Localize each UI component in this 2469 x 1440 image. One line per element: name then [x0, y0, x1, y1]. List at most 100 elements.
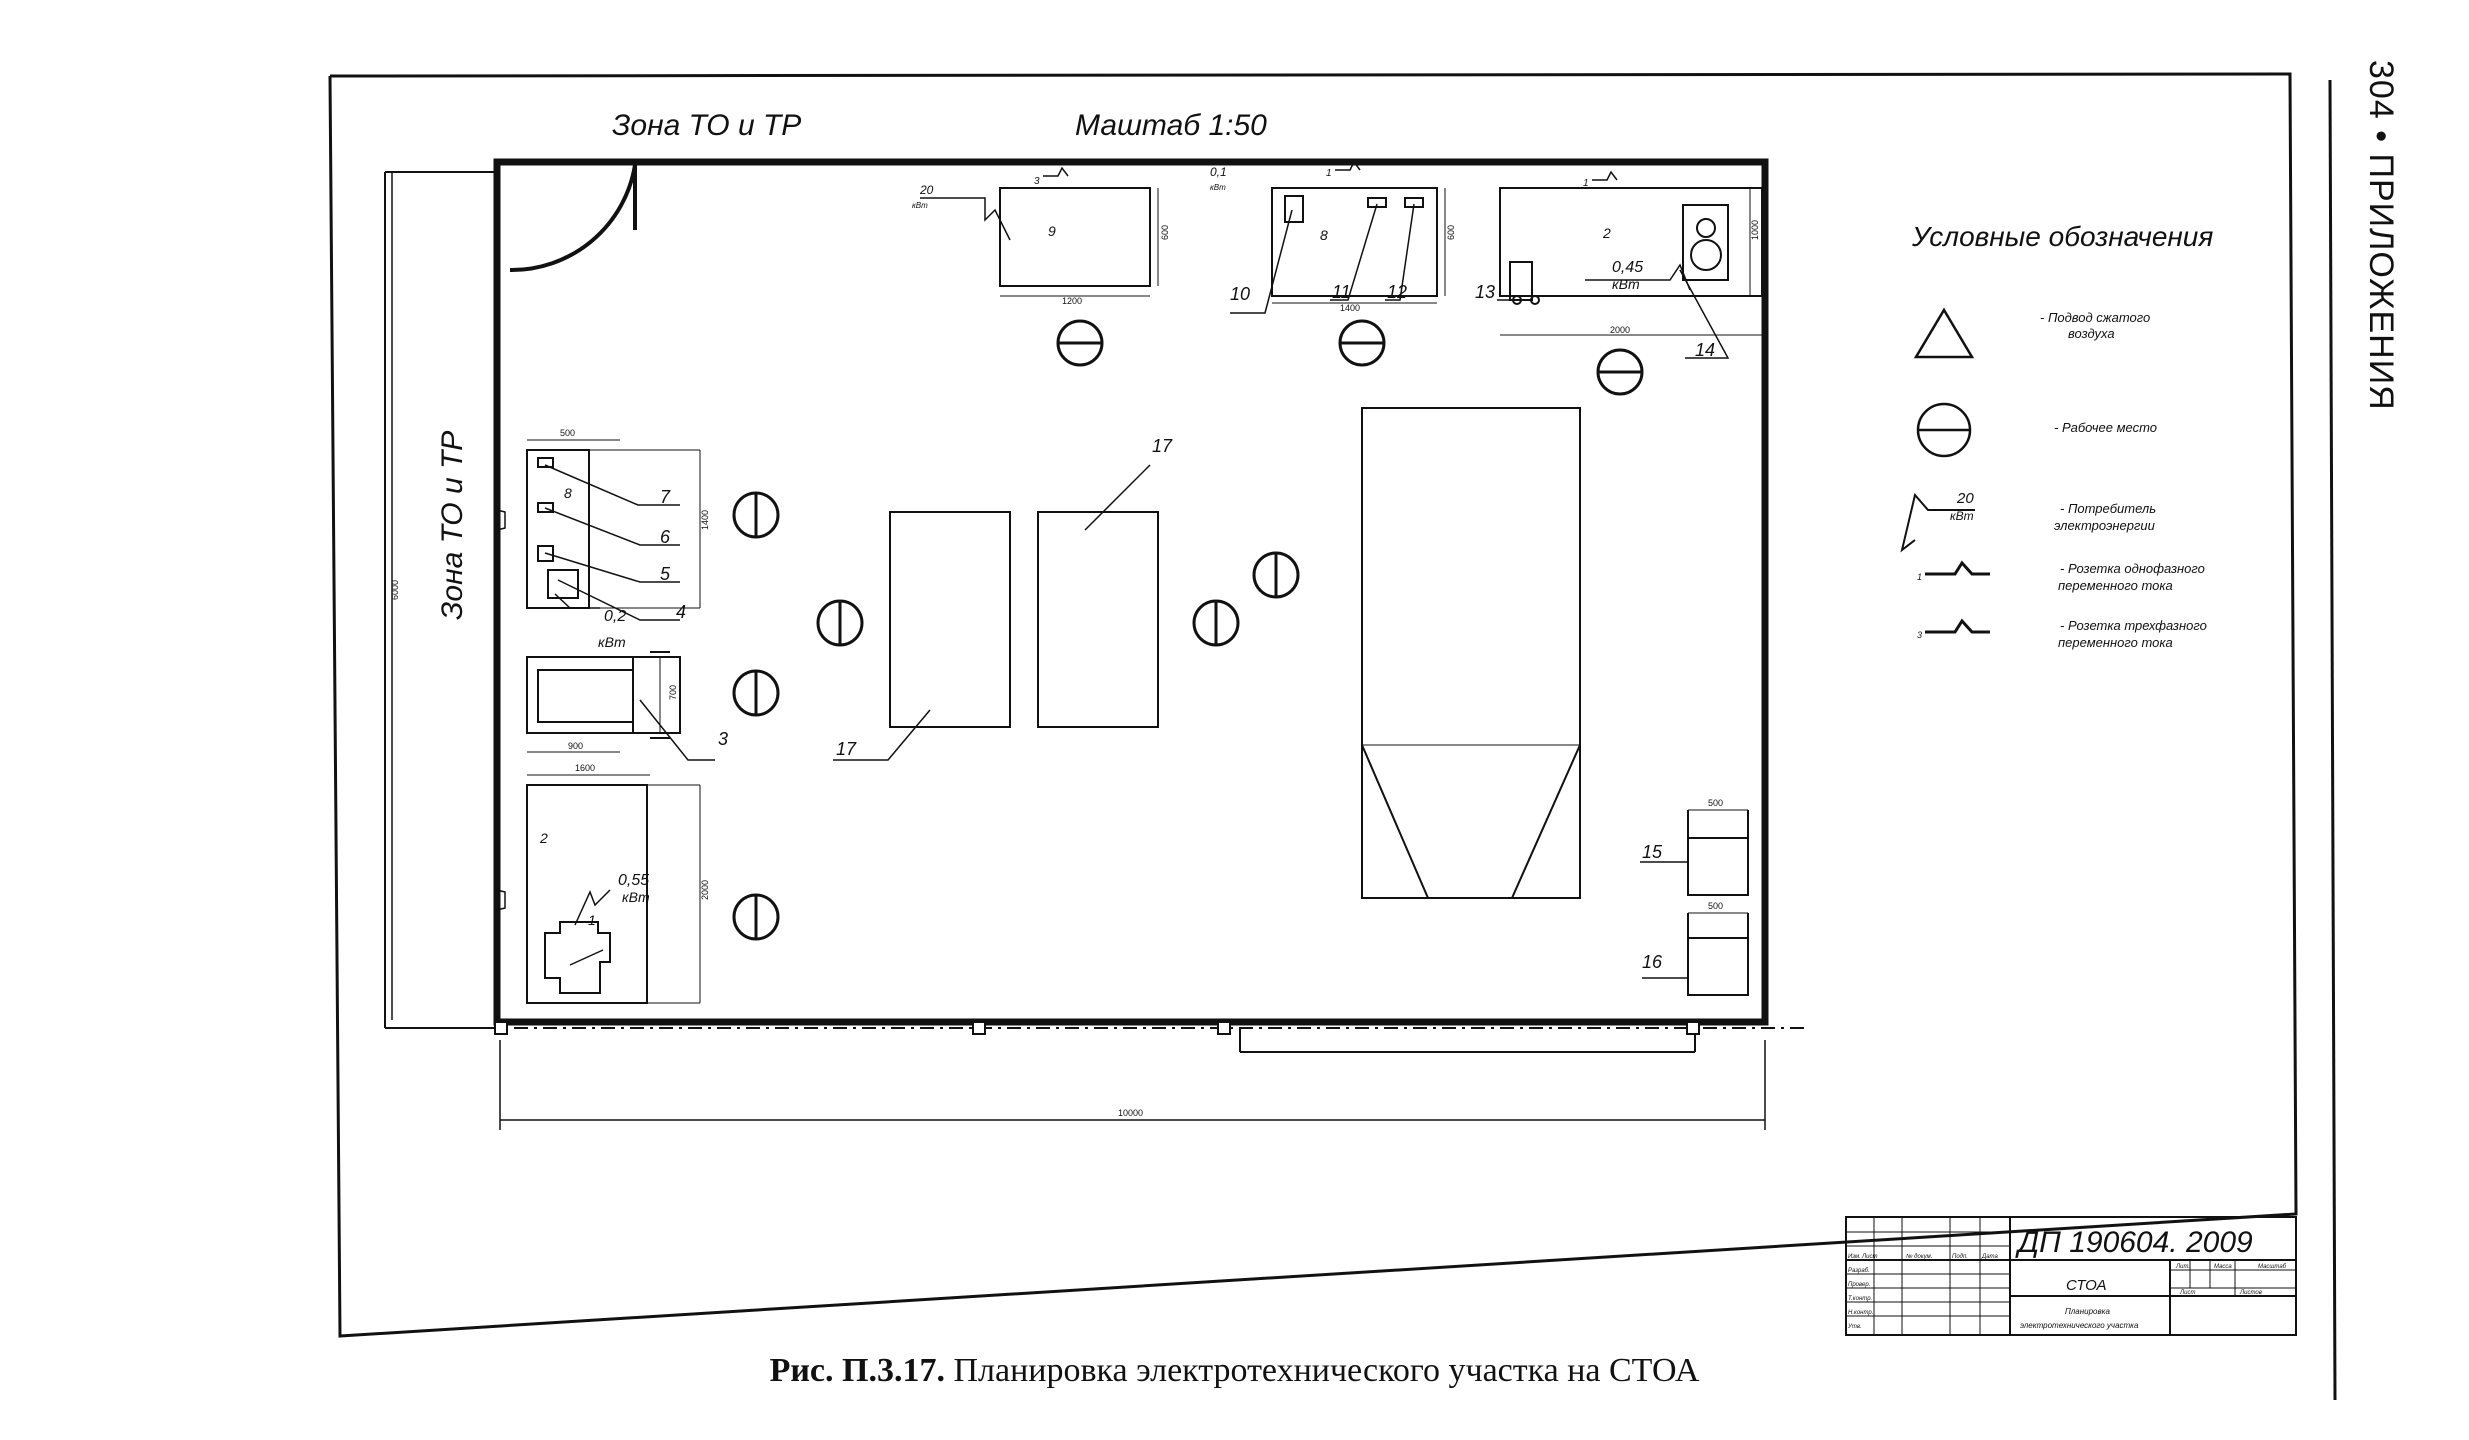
bench-8-left — [526, 449, 590, 609]
dim-left-bench-w: 500 — [560, 428, 575, 438]
sheet-title-1: Планировка — [2065, 1307, 2110, 1316]
label-11: 11 — [1332, 282, 1351, 302]
h-sign: Подп. — [1952, 1254, 1968, 1260]
power-desk-value: 0,55 — [618, 872, 649, 889]
socket-mark-1b: 1 — [1583, 178, 1589, 189]
legend-text-workplace: - Рабочее место — [2054, 420, 2157, 435]
desk-2-left — [526, 784, 648, 1004]
col-mass: Масса — [2214, 1264, 2232, 1270]
doc-code: ДП 190604. 2009 — [2015, 1226, 2253, 1259]
workplace-icon — [732, 491, 780, 539]
sheet-title-2: электротехнического участка — [2020, 1321, 2139, 1330]
legend-socket1-mark: 1 — [1917, 572, 1922, 582]
three-phase-socket-icon — [1043, 166, 1069, 177]
h-list: Лист — [1861, 1254, 1877, 1260]
legend-text-socket1-1: - Розетка однофазного — [2060, 561, 2205, 576]
label-5: 5 — [660, 564, 671, 584]
power-top-value: 20 — [919, 183, 934, 197]
zone-label-left: Зона ТО и ТР — [436, 431, 469, 620]
power-consumer-icon — [1900, 492, 1975, 553]
sheet-frame — [328, 72, 2298, 1338]
r-dev: Разраб. — [1848, 1268, 1870, 1274]
workplace-icon — [732, 893, 780, 941]
room-walls — [493, 158, 1769, 1026]
dim-cab15-w: 500 — [1708, 798, 1723, 808]
dim-desk-h: 2000 — [700, 880, 710, 900]
caption-label: Рис. П.3.17. — [769, 1352, 945, 1389]
dim-desk-w: 1600 — [575, 763, 595, 773]
power-top-unit: кВт — [912, 201, 928, 210]
legend-power-unit: кВт — [1950, 509, 1974, 523]
scale-label: Маштаб 1:50 — [1075, 109, 1267, 142]
page-number-section: 304 • ПРИЛОЖЕНИЯ — [2362, 60, 2400, 411]
table-17-right — [1037, 511, 1159, 728]
label-14: 14 — [1695, 340, 1715, 360]
bench-9 — [999, 187, 1151, 287]
workplace-icon — [1056, 319, 1104, 367]
dim-bench2-w: 2000 — [1610, 325, 1630, 335]
cabinet-16 — [1687, 937, 1749, 996]
door-swing — [509, 164, 637, 273]
legend-text-socket1-2: переменного тока — [2058, 578, 2173, 593]
legend-socket3-mark: 3 — [1917, 630, 1922, 640]
label-7: 7 — [660, 487, 671, 507]
dim-bench2-h: 1000 — [1750, 220, 1760, 240]
dim-bench8-w: 1400 — [1340, 303, 1360, 313]
h-date: Дата — [1981, 1254, 1998, 1260]
label-8-left: 8 — [564, 485, 572, 501]
workplace-icon — [732, 669, 780, 717]
dim-sink-h: 700 — [668, 685, 678, 700]
label-17-right: 17 — [1152, 436, 1173, 456]
r-appr: Утв. — [1847, 1324, 1862, 1330]
object-name: СТОА — [2066, 1277, 2107, 1294]
legend-text-socket3-1: - Розетка трехфазного — [2060, 618, 2207, 633]
power-mid-unit: кВт — [1210, 183, 1226, 192]
dim-left-bench-h: 1400 — [700, 510, 710, 530]
workplace-icon — [1338, 319, 1386, 367]
r-tcontr: Т.контр. — [1848, 1296, 1872, 1302]
label-8-top: 8 — [1320, 227, 1328, 243]
workplace-icon — [1596, 348, 1644, 396]
three-phase-socket-icon — [1925, 618, 1990, 634]
label-17-left: 17 — [836, 739, 857, 759]
washing-sink-3 — [526, 656, 681, 734]
label-2-left: 2 — [539, 830, 548, 846]
legend-text-air-1: - Подвод сжатого — [2040, 310, 2150, 325]
col-scale: Масштаб — [2258, 1264, 2287, 1270]
socket-mark-1a: 1 — [1326, 168, 1332, 179]
label-1: 1 — [588, 912, 596, 928]
label-15: 15 — [1642, 842, 1663, 862]
label-9: 9 — [1048, 223, 1056, 239]
legend-power-value: 20 — [1956, 490, 1974, 507]
label-6: 6 — [660, 527, 671, 547]
page-header-side: 304 • ПРИЛОЖЕНИЯ — [2350, 60, 2410, 411]
row-sheets: Листов — [2239, 1290, 2262, 1296]
socket-mark-3: 3 — [1034, 176, 1040, 187]
h-izm: Изм. — [1848, 1254, 1861, 1260]
single-phase-socket-icon — [1592, 170, 1618, 181]
power-left-value: 0,2 — [604, 608, 626, 625]
legend-title: Условные обозначения — [1911, 221, 2213, 252]
single-phase-socket-icon — [1335, 160, 1361, 171]
power-left-unit: кВт — [598, 634, 626, 650]
legend-text-power-2: электроэнергии — [2054, 518, 2155, 533]
label-3: 3 — [718, 729, 728, 749]
dim-left-wall: 6000 — [390, 580, 400, 600]
bench-8 — [1271, 187, 1438, 297]
label-16: 16 — [1642, 952, 1663, 972]
legend-text-socket3-2: переменного тока — [2058, 635, 2173, 650]
dim-bench8-h: 600 — [1446, 225, 1456, 240]
label-12: 12 — [1387, 282, 1407, 302]
row-sheet: Лист — [2179, 1290, 2195, 1296]
workplace-symbols — [732, 319, 1644, 941]
cabinet-15 — [1687, 837, 1749, 896]
workplace-icon — [1192, 599, 1240, 647]
workplace-icon — [816, 599, 864, 647]
bench-2-top — [1499, 187, 1763, 297]
dim-sink-w: 900 — [568, 741, 583, 751]
title-block — [1845, 1216, 2297, 1336]
label-13: 13 — [1475, 282, 1495, 302]
caption-text: Планировка электротехнического участка н… — [944, 1352, 1700, 1389]
power-right-unit: кВт — [1612, 276, 1640, 292]
